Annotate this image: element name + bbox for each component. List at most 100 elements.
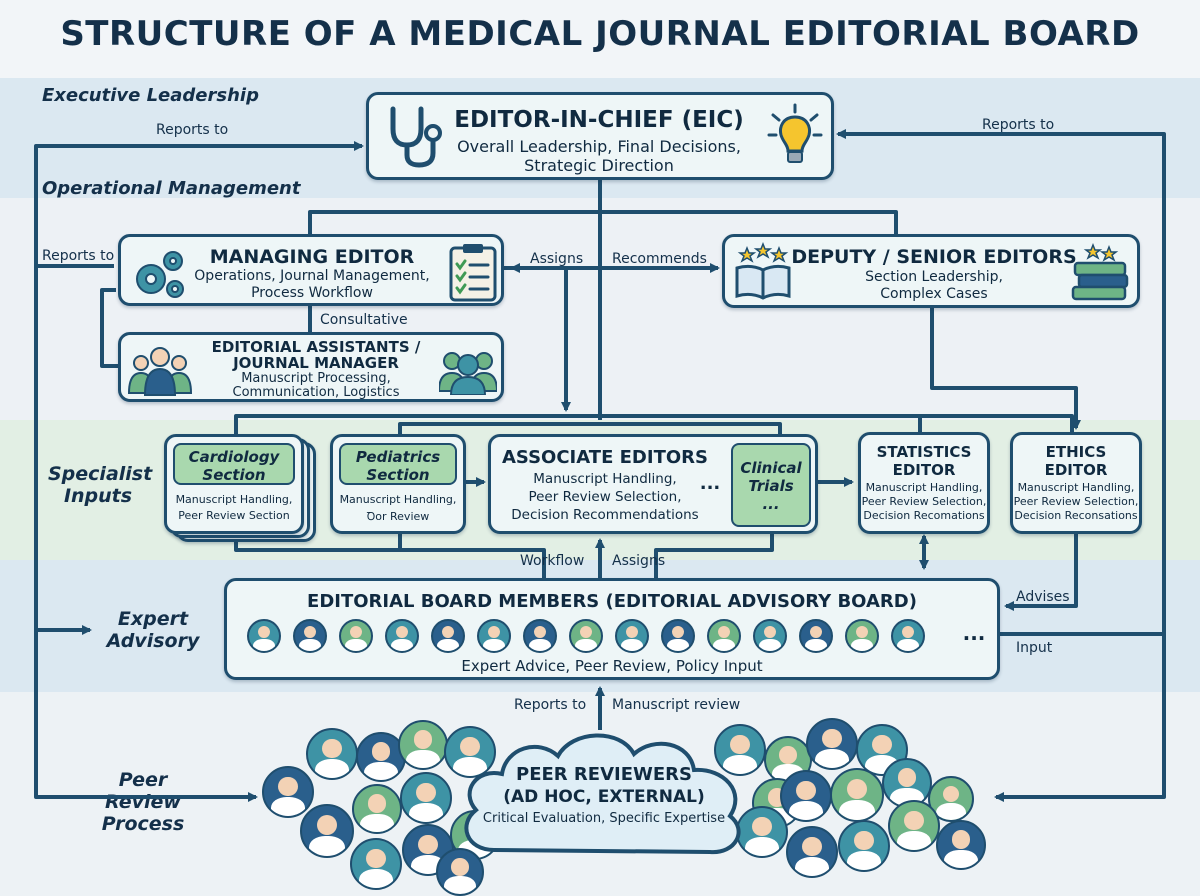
associate-line3: Decision Recommendations [511, 507, 699, 523]
cardiology-line1: Manuscript Handling, [175, 493, 293, 506]
board-member-avatar [799, 619, 833, 653]
statistics-line2: Peer Review Selection, [861, 495, 987, 508]
managing-editor-line2: Process Workflow [251, 285, 373, 301]
managing-editor-title: MANAGING EDITOR [209, 246, 415, 268]
statistics-title2: EDITOR [892, 461, 956, 479]
pediatrics-tag-line1: Pediatrics [355, 448, 441, 466]
board-member-avatar [431, 619, 465, 653]
ethics-title1: ETHICS [1045, 443, 1107, 461]
cardiology-section-box[interactable]: Cardiology Section Manuscript Handling, … [164, 434, 304, 534]
page-title: STRUCTURE OF A MEDICAL JOURNAL EDITORIAL… [60, 14, 1140, 54]
board-subtitle: Expert Advice, Peer Review, Policy Input [461, 657, 763, 675]
lane-label-specialist-text: Specialist Inputs [48, 463, 153, 507]
edge-label-reports-to-left: Reports to [156, 122, 229, 138]
eic-title: EDITOR-IN-CHIEF (EIC) [454, 107, 744, 133]
cardiology-tag-line1: Cardiology [188, 448, 280, 466]
reviewer-crowd [260, 714, 1000, 896]
reviewer-cloud [464, 733, 741, 855]
cardiology-line2: Peer Review Section [178, 509, 290, 522]
reviewer-avatar [936, 820, 986, 870]
edge-label-assigns-top: Assigns [530, 251, 584, 267]
board-ellipsis: ... [962, 621, 986, 645]
line-specialist-mid [398, 422, 782, 436]
deputy-senior-editors-box[interactable]: DEPUTY / SENIOR EDITORS Section Leadersh… [722, 234, 1140, 308]
associate-line2: Peer Review Selection, [528, 489, 682, 505]
reviewer-avatar [436, 848, 484, 896]
board-member-avatar [661, 619, 695, 653]
edge-label-consultative: Consultative [320, 312, 408, 328]
edge-label-reports-to-reviewers: Reports to [514, 697, 587, 713]
board-title: EDITORIAL BOARD MEMBERS (EDITORIAL ADVIS… [307, 591, 917, 612]
board-member-avatar [891, 619, 925, 653]
board-member-avatar [707, 619, 741, 653]
book-stack-stars-icon [1071, 242, 1129, 301]
reviewer-avatar [838, 820, 890, 872]
eic-box[interactable]: EDITOR-IN-CHIEF (EIC) Overall Leadership… [366, 92, 834, 180]
edge-label-manuscript-review: Manuscript review [612, 697, 741, 713]
reviewers-title2: (AD HOC, EXTERNAL) [503, 787, 705, 807]
ethics-editor-box[interactable]: ETHICS EDITOR Manuscript Handling, Peer … [1010, 432, 1142, 534]
reviewer-avatar [888, 800, 940, 852]
line-ethics-advises [1004, 532, 1078, 611]
ethics-title2: EDITOR [1044, 461, 1108, 479]
board-member-avatar [523, 619, 557, 653]
lightbulb-icon [767, 103, 823, 163]
edge-label-advises: Advises [1016, 589, 1070, 605]
deputy-line2: Complex Cases [880, 286, 988, 302]
statistics-line1: Manuscript Handling, [865, 481, 983, 494]
reviewer-avatar [350, 838, 402, 890]
clinical-trials-tag[interactable]: Clinical Trials ... [731, 443, 811, 527]
line-trials-bottom [654, 534, 774, 578]
clinical-trials-line1: Clinical [740, 459, 802, 477]
pediatrics-tag: Pediatrics Section [339, 443, 457, 485]
reviewer-avatar [400, 772, 452, 824]
statistics-title1: STATISTICS [876, 443, 972, 461]
cardiology-tag: Cardiology Section [173, 443, 295, 485]
line-left-loop [34, 141, 364, 799]
reviewer-avatar [806, 718, 858, 770]
managing-editor-box[interactable]: MANAGING EDITOR Operations, Journal Mana… [118, 234, 504, 306]
reviewers-label-group: PEER REVIEWERS (AD HOC, EXTERNAL) Critic… [470, 764, 738, 826]
clinical-trials-line3: ... [762, 495, 780, 513]
edge-label-workflow: Workflow [520, 553, 585, 569]
edge-label-input: Input [1016, 640, 1053, 656]
lane-label-expert-text: Expert Advisory [106, 608, 200, 652]
editorial-board-box[interactable]: EDITORIAL BOARD MEMBERS (EDITORIAL ADVIS… [224, 578, 1000, 680]
statistics-editor-box[interactable]: STATISTICS EDITOR Manuscript Handling, P… [858, 432, 990, 534]
staff-group-icon [127, 347, 193, 396]
board-member-avatar [477, 619, 511, 653]
cardiology-tag-line2: Section [202, 466, 266, 484]
board-member-avatar [569, 619, 603, 653]
reviewer-avatar [830, 768, 884, 822]
pediatrics-line1: Manuscript Handling, [339, 493, 457, 506]
edge-label-reports-to-right: Reports to [982, 117, 1055, 133]
reviewer-avatar [736, 806, 788, 858]
associate-ellipsis: ... [699, 473, 721, 494]
lane-label-expert: Expert Advisory [98, 608, 208, 652]
board-member-avatar [845, 619, 879, 653]
reviewer-avatar [786, 826, 838, 878]
editorial-assistants-box[interactable]: EDITORIAL ASSISTANTS / JOURNAL MANAGER M… [118, 332, 504, 402]
lane-label-executive: Executive Leadership [42, 85, 259, 106]
assistants-line1: Manuscript Processing, [241, 371, 391, 386]
deputy-title: DEPUTY / SENIOR EDITORS [791, 246, 1077, 268]
reviewer-avatar [714, 724, 766, 776]
ethics-line3: Decision Reconsations [1014, 509, 1138, 522]
associate-editors-box[interactable]: ASSOCIATE EDITORS Manuscript Handling, P… [488, 434, 818, 534]
board-member-avatar [385, 619, 419, 653]
reviewer-avatar [306, 728, 358, 780]
pediatrics-line2: Ꝺor Review [366, 510, 430, 523]
people-group-icon [439, 352, 497, 395]
board-member-avatar [753, 619, 787, 653]
associate-title: ASSOCIATE EDITORS [502, 447, 708, 468]
pediatrics-section-box[interactable]: Pediatrics Section Manuscript Handling, … [330, 434, 466, 534]
line-to-stats [600, 414, 922, 434]
board-member-avatar [615, 619, 649, 653]
ethics-line2: Peer Review Selection, [1013, 495, 1139, 508]
associate-line1: Manuscript Handling, [533, 471, 677, 487]
line-right-loop [836, 129, 1166, 799]
edge-label-reports-to-managing: Reports to [42, 248, 115, 264]
open-book-stars-icon [735, 242, 791, 300]
